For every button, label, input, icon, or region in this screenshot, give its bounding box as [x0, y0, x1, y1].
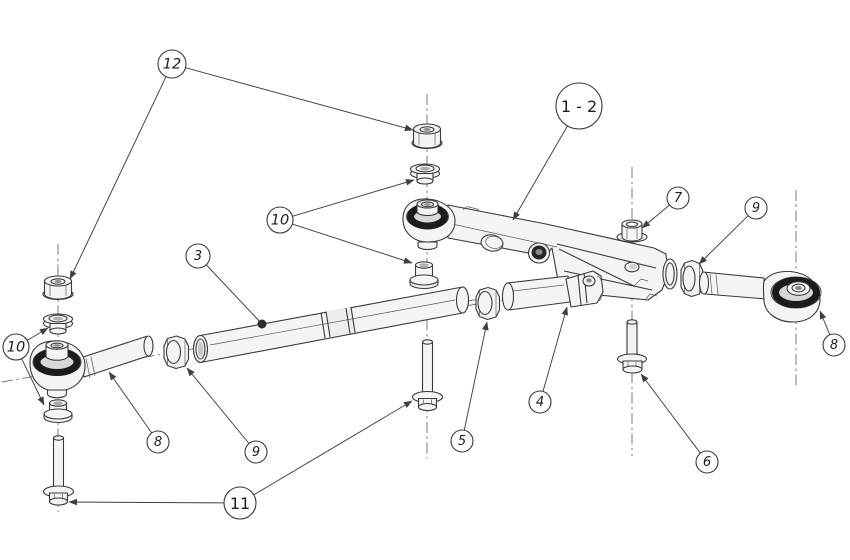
- leader-line-11: [253, 400, 413, 496]
- leader-line-8-right: [819, 310, 831, 336]
- part-jam-nut-5: [475, 286, 501, 321]
- leader-line-10-top: [292, 179, 415, 217]
- leader-line-4: [542, 306, 568, 392]
- part-tie-rod-end-8-right: [698, 270, 822, 323]
- callout-label-8-left: 8: [154, 435, 162, 450]
- callout-label-11: 11: [230, 494, 250, 513]
- part-jam-nut-9-left: [163, 335, 190, 370]
- callout-label-6: 6: [703, 455, 711, 470]
- part-nut-12-top: [411, 123, 443, 150]
- leader-line-6: [640, 373, 701, 454]
- callout-7: 7: [666, 186, 690, 210]
- callout-12: 12: [157, 49, 187, 79]
- part-jam-nut-9-right: [680, 259, 704, 298]
- part-nut-7: [616, 219, 648, 243]
- callout-circle-3: [185, 243, 211, 269]
- leader-line-9-right: [698, 215, 749, 265]
- callout-label-10-left: 10: [7, 340, 25, 356]
- callout-label-12: 12: [163, 57, 181, 73]
- leader-line-10-left: [21, 358, 45, 406]
- leader-line-7: [641, 204, 670, 229]
- part-steering-arm-1-2: [402, 198, 678, 301]
- part-bushing-10-left-lower: [43, 399, 73, 424]
- leader-line-12: [69, 76, 167, 280]
- part-bolt-11-left: [42, 435, 75, 506]
- part-nut-12-left: [42, 275, 74, 301]
- callout-label-5: 5: [458, 434, 466, 449]
- leader-line-10-top: [292, 223, 413, 264]
- callout-layer: 12 1 - 2 10 3 7 9 8 10 8 9 11 5 4 6: [2, 49, 846, 520]
- leader-line-3: [205, 264, 263, 325]
- leader-line-1-2: [512, 125, 568, 221]
- callout-5: 5: [450, 429, 474, 453]
- part-bushing-10-top-upper: [409, 163, 441, 185]
- callout-circle-8-right: [822, 333, 846, 357]
- part-bushing-10-left-upper: [42, 313, 74, 335]
- callout-3: 3: [185, 243, 211, 269]
- part-bushing-10-top-lower: [409, 261, 439, 290]
- callout-circle-5: [450, 429, 474, 453]
- callout-circle-9-left: [244, 440, 268, 464]
- callout-circle-1-2: [555, 82, 603, 130]
- callout-label-8-right: 8: [830, 338, 838, 353]
- leader-line-10-left: [26, 327, 49, 341]
- leader-line-8-left: [108, 371, 153, 434]
- part-bolt-6: [616, 319, 648, 374]
- leader-line-11: [68, 498, 225, 506]
- callout-circle-12: [157, 49, 187, 79]
- leader-line-12: [185, 67, 414, 132]
- callout-label-3: 3: [194, 249, 202, 264]
- callout-8-left: 8: [146, 430, 170, 454]
- callout-circle-6: [695, 450, 719, 474]
- part-tie-rod-end-8-left: [29, 335, 154, 399]
- callout-circle-9-right: [744, 196, 768, 220]
- callout-circle-10-top: [266, 206, 294, 234]
- part-link-4: [501, 270, 604, 311]
- callout-8-right: 8: [822, 333, 846, 357]
- callout-label-9-left: 9: [252, 445, 260, 460]
- callout-4: 4: [528, 390, 552, 414]
- callout-circle-4: [528, 390, 552, 414]
- callout-label-10-top: 10: [271, 213, 289, 229]
- callout-9-right: 9: [744, 196, 768, 220]
- part-bolt-11-center: [411, 339, 444, 412]
- leader-line-9-left: [186, 367, 250, 444]
- callout-label-1-2: 1 - 2: [561, 97, 597, 116]
- leader-line-5: [463, 321, 489, 431]
- callout-10-left: 10: [2, 333, 30, 361]
- callout-circle-10-left: [2, 333, 30, 361]
- callout-6: 6: [695, 450, 719, 474]
- callout-circle-7: [666, 186, 690, 210]
- callout-1-2: 1 - 2: [555, 82, 603, 130]
- callout-label-4: 4: [536, 395, 544, 410]
- callout-label-7: 7: [674, 191, 683, 206]
- callout-10-top: 10: [266, 206, 294, 234]
- callout-circle-8-left: [146, 430, 170, 454]
- callout-circle-11: [223, 486, 257, 520]
- callout-label-9-right: 9: [752, 201, 760, 216]
- part-tie-rod-tube-3: [192, 286, 470, 364]
- callout-11: 11: [223, 486, 257, 520]
- callout-9-left: 9: [244, 440, 268, 464]
- leader-dot-3: [257, 319, 267, 329]
